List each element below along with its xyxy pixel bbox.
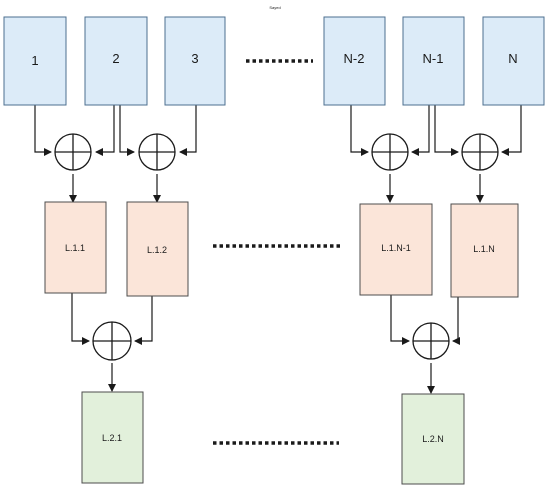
level2-row: L.2.1 L.2.N xyxy=(81,391,465,485)
connector-input-n2-to-adder-3 xyxy=(350,105,369,156)
connector-input-1-to-adder-1 xyxy=(34,105,52,156)
l1-box-1-label: L.1.1 xyxy=(65,243,85,253)
input-box-n-minus-1-label: N-1 xyxy=(423,51,444,66)
connector-input-2-to-adder-1 xyxy=(95,105,115,156)
input-row: 1 2 3 N-2 N-1 N xyxy=(3,16,545,106)
l1-box-4-label: L.1.N xyxy=(473,244,495,254)
connector-input-3-to-adder-2 xyxy=(179,105,197,156)
input-box-3: 3 xyxy=(164,16,226,106)
l1-box-2-label: L.1.2 xyxy=(147,245,167,255)
input-box-n-label: N xyxy=(508,51,517,66)
connector-l12-to-adder-5 xyxy=(134,296,153,345)
connectors xyxy=(34,105,522,394)
l2-box-2-label: L.2.N xyxy=(422,434,444,444)
l1-box-1: L.1.1 xyxy=(44,201,107,294)
l1-box-3-label: L.1.N-1 xyxy=(381,243,411,253)
input-box-1-label: 1 xyxy=(31,53,38,68)
l2-box-2: L.2.N xyxy=(401,393,465,485)
l2-box-1: L.2.1 xyxy=(81,391,144,484)
input-box-n-minus-2: N-2 xyxy=(323,16,386,106)
header-text: Sayed xyxy=(269,5,280,10)
connector-input-n1-to-adder-3 xyxy=(411,105,430,156)
connector-l11-to-adder-5 xyxy=(71,293,90,345)
connector-input-2-to-adder-2 xyxy=(119,105,135,156)
circle-plus-icon xyxy=(371,133,409,171)
circle-plus-icon xyxy=(92,321,132,361)
input-box-n: N xyxy=(482,16,545,106)
connector-l1n-to-adder-6 xyxy=(452,297,460,345)
level1-row: L.1.1 L.1.2 L.1.N-1 L.1.N xyxy=(44,201,519,298)
input-box-2-label: 2 xyxy=(112,51,119,66)
circle-plus-icon xyxy=(54,133,92,171)
l2-box-1-label: L.2.1 xyxy=(102,433,122,443)
circle-plus-icon xyxy=(138,133,176,171)
connector-input-n-to-adder-4 xyxy=(501,105,522,156)
circle-plus-icon xyxy=(412,322,450,360)
l1-box-4: L.1.N xyxy=(450,203,519,298)
input-box-n-minus-2-label: N-2 xyxy=(344,51,365,66)
input-box-n-minus-1: N-1 xyxy=(402,16,465,106)
circle-plus-icon xyxy=(461,133,499,171)
input-box-2: 2 xyxy=(84,16,148,106)
adders xyxy=(54,133,499,361)
l1-box-2: L.1.2 xyxy=(126,201,189,297)
ellipsis-group xyxy=(213,59,341,445)
input-box-1: 1 xyxy=(3,16,67,106)
l1-box-3: L.1.N-1 xyxy=(359,203,433,296)
connector-input-n1-to-adder-4 xyxy=(434,105,459,156)
input-box-3-label: 3 xyxy=(191,51,198,66)
connector-l1n1-to-adder-6 xyxy=(390,295,410,345)
